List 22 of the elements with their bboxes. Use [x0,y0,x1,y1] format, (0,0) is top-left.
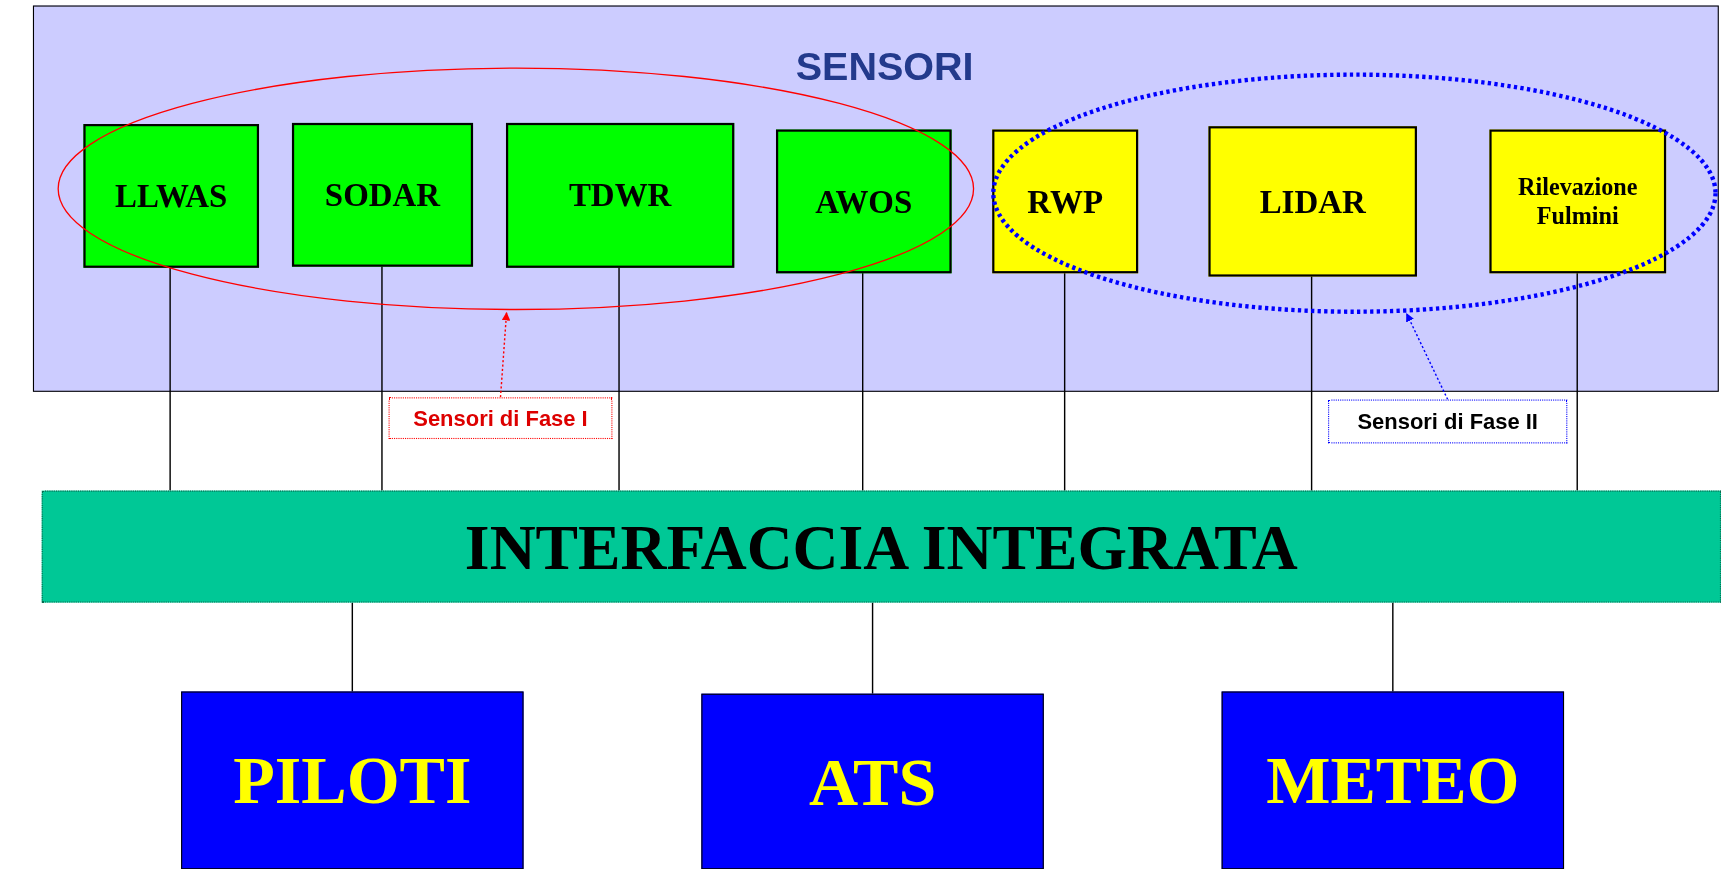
connector-line [1310,274,1313,492]
user-box: PILOTI [181,691,524,869]
user-box: ATS [701,693,1044,869]
sensor-box: SODAR [291,122,474,267]
connector-line [1063,271,1066,492]
sensor-box: TDWR [506,122,735,268]
sensor-box: Rilevazione Fulmini [1489,129,1667,274]
sensor-box: LIDAR [1208,126,1417,277]
arrow [499,311,511,399]
ellipse-outline [991,72,1718,314]
connector-line [871,601,874,695]
interface-bar: INTERFACCIA INTEGRATA [41,490,1721,603]
arrow [1405,312,1449,401]
connector-line [351,601,354,693]
sensor-box: RWP [992,129,1139,274]
panel-title: SENSORI [794,43,975,90]
user-box: METEO [1221,691,1565,869]
callout-label: Sensori di Fase II [1328,399,1568,444]
sensor-panel [32,5,1719,392]
sensor-box: LLWAS [83,124,260,268]
sensor-box: AWOS [776,129,952,274]
callout-label: Sensori di Fase I [388,397,613,440]
